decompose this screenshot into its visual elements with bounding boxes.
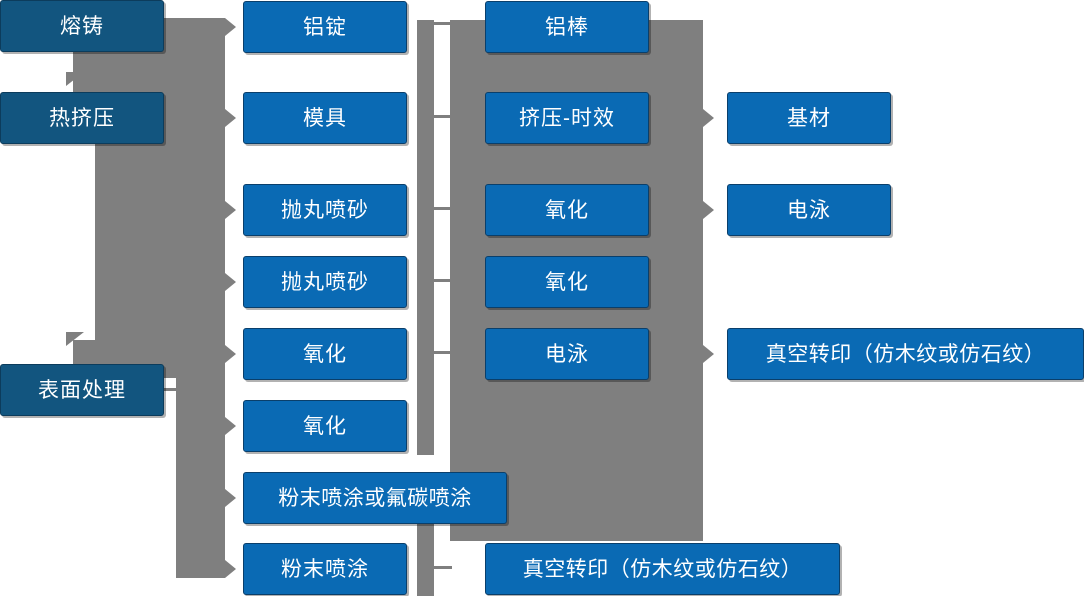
arrow-to-proc-5 [225, 345, 236, 363]
connector-tick-row-2 [434, 115, 452, 118]
node-stage-1[interactable]: 熔铸 [0, 0, 164, 52]
node-treat-5[interactable]: 电泳 [485, 328, 649, 380]
connector-stage1-arrowhead [66, 72, 84, 86]
node-proc-1[interactable]: 铝锭 [243, 1, 407, 53]
connector-tick-row-4 [434, 279, 452, 282]
node-treat-1[interactable]: 铝棒 [485, 1, 649, 53]
node-treat-4[interactable]: 氧化 [485, 256, 649, 308]
node-out-2[interactable]: 电泳 [727, 184, 891, 236]
arrow-to-out-3 [703, 345, 714, 363]
node-proc-5[interactable]: 氧化 [243, 328, 407, 380]
node-proc-8[interactable]: 粉末喷涂 [243, 543, 407, 595]
connector-left-trunk-spine [176, 18, 225, 578]
node-treat-2[interactable]: 挤压-时效 [485, 92, 649, 144]
node-stage-2[interactable]: 热挤压 [0, 92, 164, 144]
arrow-to-proc-6 [225, 417, 236, 435]
connector-middle-spine-upper [417, 20, 434, 455]
node-proc-2[interactable]: 模具 [243, 92, 407, 144]
arrow-to-proc-3 [225, 201, 236, 219]
node-stage-3[interactable]: 表面处理 [0, 364, 164, 416]
node-out-3[interactable]: 真空转印（仿木纹或仿石纹） [727, 328, 1084, 380]
arrow-to-proc-1 [225, 18, 236, 36]
connector-tick-row-6 [434, 566, 452, 569]
node-treat-3[interactable]: 氧化 [485, 184, 649, 236]
connector-tick-row-5 [434, 351, 452, 354]
node-out-1[interactable]: 基材 [727, 92, 891, 144]
connector-stage3-arrowhead [66, 332, 84, 346]
connector-tick-row-1 [434, 22, 452, 25]
arrow-to-proc-7 [225, 489, 236, 507]
node-proc-3[interactable]: 抛丸喷砂 [243, 184, 407, 236]
connector-tick-row-3 [434, 207, 452, 210]
node-proc-4[interactable]: 抛丸喷砂 [243, 256, 407, 308]
arrow-to-proc-2 [225, 109, 236, 127]
arrow-to-out-1 [703, 109, 714, 127]
node-treat-6[interactable]: 真空转印（仿木纹或仿石纹） [485, 543, 840, 595]
arrow-to-out-2 [703, 201, 714, 219]
arrow-to-proc-4 [225, 273, 236, 291]
node-proc-6[interactable]: 氧化 [243, 400, 407, 452]
node-proc-7[interactable]: 粉末喷涂或氟碳喷涂 [243, 472, 507, 524]
arrow-to-proc-8 [225, 560, 236, 578]
